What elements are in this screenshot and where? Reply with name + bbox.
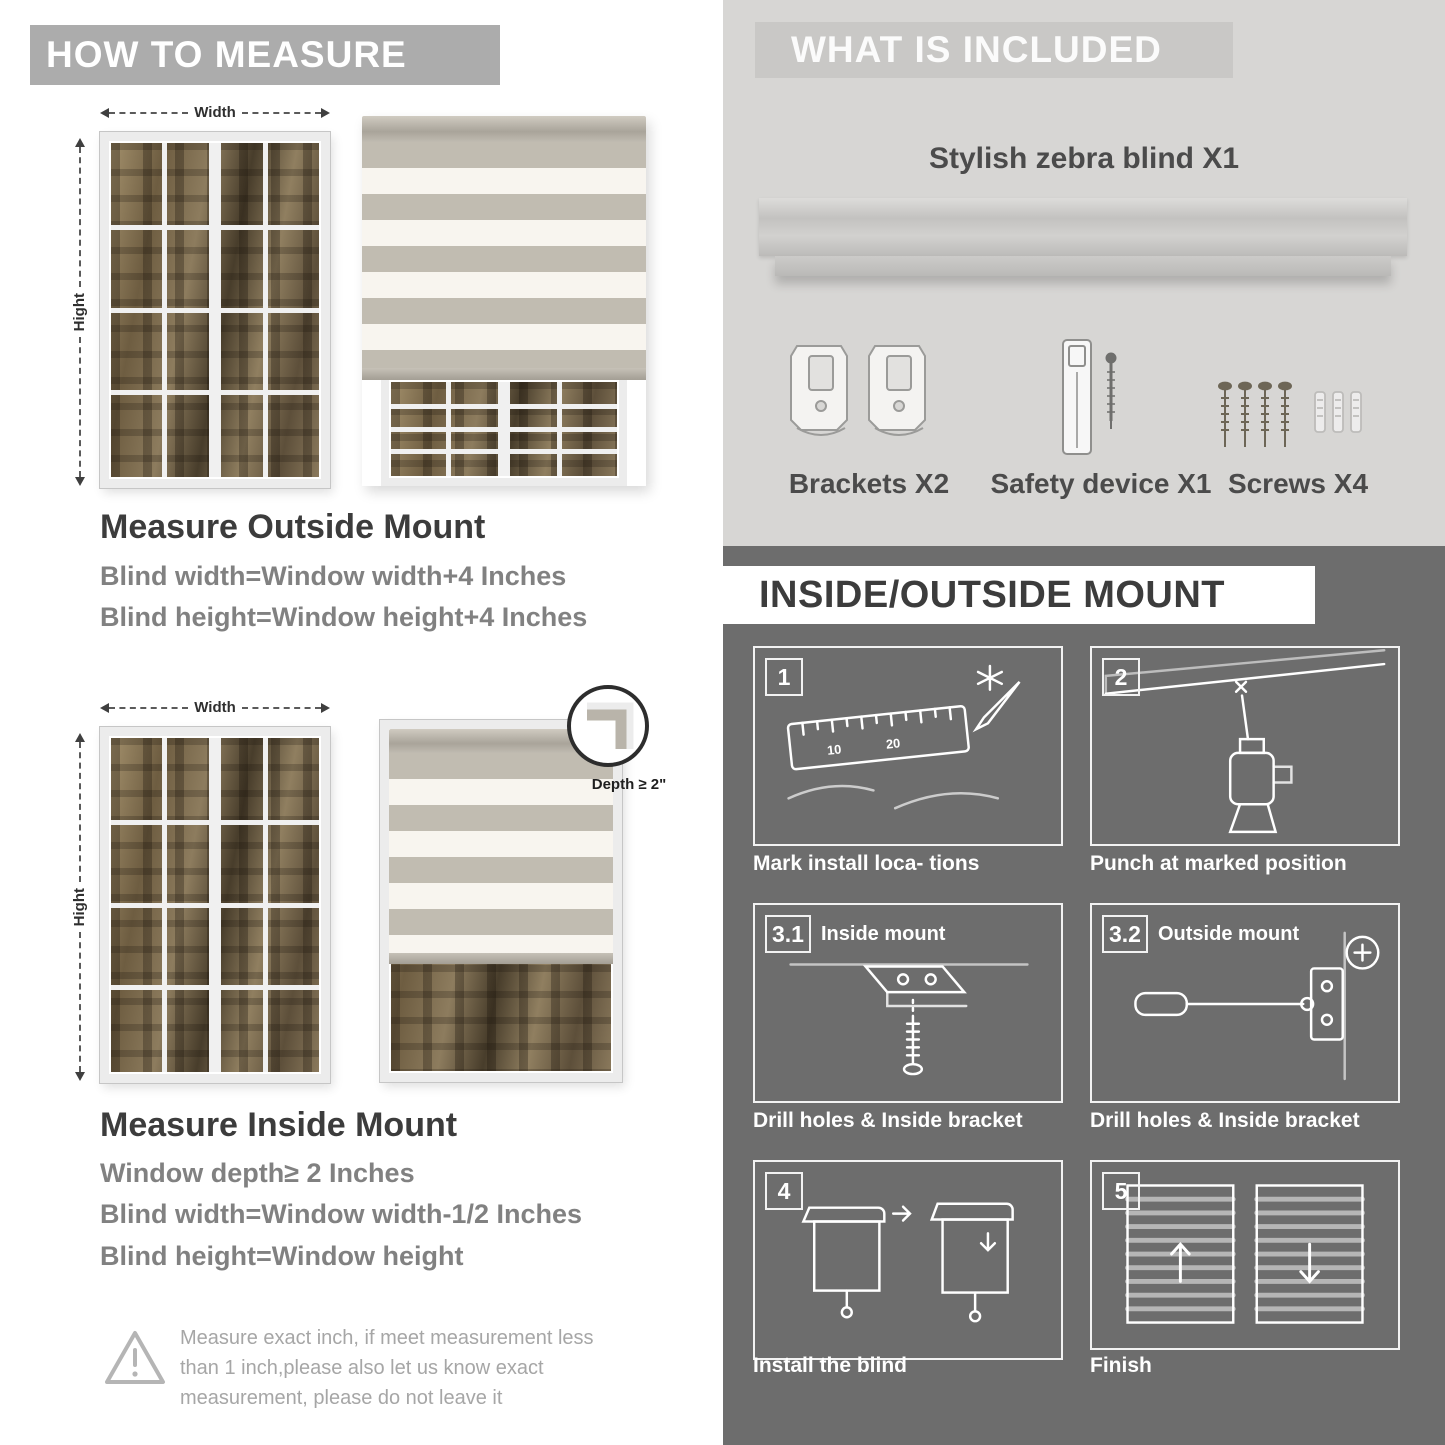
inside-mount-line2: Blind width=Window width-1/2 Inches [100, 1199, 583, 1229]
step-caption-2: Punch at marked position [1090, 852, 1347, 875]
step-caption-3-1: Drill holes & Inside bracket [753, 1109, 1023, 1132]
zebra-blind-item-label: Stylish zebra blind X1 [928, 142, 1240, 175]
zebra-blind-valance-illustration [775, 256, 1391, 276]
step-number-badge: 3.2 [1102, 915, 1148, 953]
screws-label: Screws X4 [1227, 468, 1369, 499]
arrow-right-icon [321, 702, 331, 713]
height-arrow-outside: Hight [71, 138, 88, 487]
step-panel-3-1: 3.1 Inside mount [753, 903, 1063, 1103]
arrow-up-icon [74, 138, 85, 147]
inside-mount-line1: Window depth≥ 2 Inches [100, 1158, 415, 1188]
inside-mount-line3: Blind height=Window height [100, 1241, 464, 1271]
height-label-outside: Hight [71, 292, 88, 332]
width-arrow-inside: Width [100, 699, 331, 716]
inside-bracket-illustration [789, 963, 1029, 1076]
blind-stripes [389, 753, 613, 953]
blind-stripes [362, 142, 646, 368]
svg-text:10: 10 [826, 742, 842, 758]
warning-triangle-icon [103, 1328, 167, 1393]
depth-label: Depth ≥ 2" [591, 776, 667, 793]
window-below-blind [381, 380, 627, 486]
step-title: Inside mount [821, 923, 946, 945]
arrow-right-icon [321, 107, 331, 118]
install-blind-illustration [801, 1202, 1014, 1323]
step-caption-3-2: Drill holes & Inside bracket [1090, 1109, 1360, 1132]
step-caption-4: Install the blind [753, 1354, 908, 1377]
step-panel-5: 5 [1090, 1160, 1400, 1350]
outside-mount-line2: Blind height=Window height+4 Inches [100, 602, 588, 632]
finish-illustration [1125, 1184, 1365, 1324]
mark-location-illustration: 10 20 [786, 664, 1021, 810]
step-number-badge: 4 [765, 1172, 803, 1210]
zebra-blind-headrail-illustration [759, 198, 1407, 256]
arrow-left-icon [100, 107, 109, 118]
step-number-badge: 2 [1102, 658, 1140, 696]
what-is-included-section: WHAT IS INCLUDED Stylish zebra blind X1 [723, 0, 1445, 546]
safety-device-illustration [1055, 336, 1135, 467]
outside-bracket-illustration [1134, 931, 1380, 1081]
safety-device-icon [1062, 339, 1117, 455]
screws-icon [1218, 381, 1362, 447]
drill-illustration [1104, 649, 1386, 834]
bracket-icon [868, 345, 926, 436]
step-panel-4: 4 [753, 1160, 1063, 1360]
step-caption-5: Finish [1090, 1354, 1152, 1377]
zebra-blind-illustration-inside [380, 720, 622, 1082]
step-panel-1: 10 20 1 [753, 646, 1063, 846]
step-number-badge: 1 [765, 658, 803, 696]
step-title: Outside mount [1158, 923, 1300, 945]
window-illustration-inside [100, 727, 330, 1083]
arrow-left-icon [100, 702, 109, 713]
width-label-inside: Width [194, 699, 236, 716]
mount-header: INSIDE/OUTSIDE MOUNT [723, 566, 1315, 624]
blind-bottom-rail [362, 368, 646, 380]
blind-cassette [362, 116, 646, 142]
outside-mount-line1: Blind width=Window width+4 Inches [100, 561, 567, 591]
blind-bottom-rail [389, 953, 613, 964]
zebra-blind-illustration-outside [362, 116, 646, 486]
height-label-inside: Hight [71, 887, 88, 927]
mount-instructions-section: INSIDE/OUTSIDE MOUNT 10 20 1 Mark ins [723, 546, 1445, 1445]
what-is-included-header: WHAT IS INCLUDED [755, 22, 1233, 78]
screws-illustration [1215, 378, 1385, 461]
height-arrow-inside: Hight [71, 733, 88, 1082]
brackets-label: Brackets X2 [788, 468, 950, 499]
window-illustration-outside [100, 132, 330, 488]
brackets-illustration [789, 340, 931, 446]
width-label-outside: Width [194, 104, 236, 121]
depth-detail-circle [565, 683, 651, 769]
outside-mount-title: Measure Outside Mount [100, 508, 486, 546]
safety-device-label: Safety device X1 [990, 468, 1212, 499]
step-number-badge: 5 [1102, 1172, 1140, 1210]
depth-detail-icon [567, 685, 649, 767]
measure-warning-text: Measure exact inch, if meet measurement … [180, 1327, 594, 1409]
step-panel-3-2: 3.2 Outside mount [1090, 903, 1400, 1103]
arrow-down-icon [74, 1072, 85, 1082]
bracket-icon [790, 345, 848, 436]
svg-text:20: 20 [885, 735, 901, 751]
inside-mount-title: Measure Inside Mount [100, 1106, 458, 1144]
window-muntins [111, 143, 319, 477]
arrow-down-icon [74, 477, 85, 487]
step-panel-2: 2 [1090, 646, 1400, 846]
how-to-measure-header: HOW TO MEASURE [30, 25, 500, 85]
width-arrow-outside: Width [100, 104, 331, 121]
step-number-badge: 3.1 [765, 915, 811, 953]
step-caption-1: Mark install loca- tions [753, 852, 980, 875]
arrow-up-icon [74, 733, 85, 742]
